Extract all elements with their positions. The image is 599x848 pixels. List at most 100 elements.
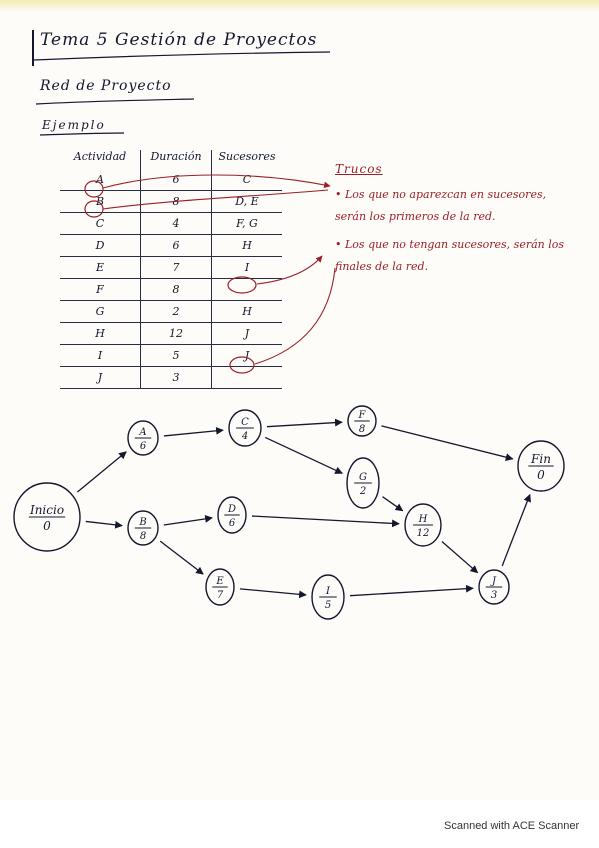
example-underline [39,132,125,136]
node-duration: 8 [140,531,146,542]
cell-activity: D [60,234,141,257]
node-fin: Fin 0 [517,440,565,492]
example-heading: Ejemplo [42,118,106,132]
annotation-arrow [254,267,336,365]
cell-duration: 12 [140,322,212,345]
cell-successors: D, E [211,190,282,213]
tricks-heading: Trucos [335,162,383,176]
edge-i-j [349,584,474,597]
annotation-circle-f [227,276,257,294]
edge-c-g [264,436,343,474]
node-b: B8 [127,510,159,546]
subtitle-underline [35,98,195,105]
node-duration: 5 [325,600,331,611]
network-edges [77,418,531,599]
scanner-watermark: Scanned with ACE Scanner [444,820,580,832]
annotation-circle-b [84,200,104,218]
edge-b-d [163,515,213,526]
node-circle [127,420,159,456]
node-circle [346,457,380,509]
edge-b-e [159,540,204,575]
node-circle [205,568,235,606]
node-circle [13,482,81,552]
node-duration: 7 [217,590,224,601]
column-header-successors: Sucesores [218,150,276,163]
node-a: A6 [127,420,159,456]
title-underline [33,51,331,61]
edge-inicio-a [77,451,127,493]
cell-successors: H [211,234,282,257]
node-duration: 0 [43,519,51,533]
edge-h-j [441,541,479,574]
node-c: C4 [228,409,262,447]
table-header-row: Actividad Duración Sucesores [60,150,282,169]
annotation-arrow [102,189,329,210]
annotation-circle-a [84,180,104,198]
node-circle [347,405,377,437]
node-name: Fin [530,452,551,466]
node-circle [127,510,159,546]
edge-d-h [251,515,400,528]
cell-duration: 6 [140,234,212,257]
cell-successors: F, G [211,212,282,235]
annotation-circle-j [229,356,255,374]
node-name: H [418,514,428,525]
node-name: E [215,576,224,587]
node-name: Inicio [29,503,64,517]
node-name: J [490,576,497,587]
node-inicio: Inicio 0 [13,482,81,552]
cell-duration: 6 [140,169,212,191]
cell-successors: J [211,344,282,367]
edge-e-i [239,588,307,599]
cell-activity: E [60,256,141,279]
node-name: D [227,504,236,515]
cell-activity: J [60,366,141,389]
node-duration: 0 [537,468,545,482]
cell-activity: C [60,212,141,235]
cell-duration: 8 [140,278,212,301]
node-j: J3 [478,569,510,605]
node-duration: 8 [359,424,365,435]
annotation-arrow [102,174,331,189]
node-circle [217,496,247,534]
trick-item: • Los que no tengan sucesores, serán los… [335,238,565,273]
cell-activity: H [60,322,141,345]
node-g: G2 [346,457,380,509]
node-name: C [241,417,249,428]
node-circle [311,574,345,620]
edge-f-fin [381,425,514,461]
page-edge [0,0,599,12]
cell-successors: H [211,300,282,323]
cell-activity: F [60,278,141,301]
node-d: D6 [217,496,247,534]
page-title: Tema 5 Gestión de Proyectos [40,30,318,50]
column-header-activity: Actividad [60,150,141,169]
annotation-arrow [256,255,323,285]
node-i: I5 [311,574,345,620]
cell-successors [211,278,282,301]
node-e: E7 [205,568,235,606]
cell-duration: 7 [140,256,212,279]
node-duration: 12 [417,528,430,539]
node-duration: 2 [359,486,366,497]
cell-activity: I [60,344,141,367]
node-duration: 6 [140,441,147,452]
node-h: H 12 [404,503,442,547]
edge-c-f [266,418,343,428]
cell-successors: J [211,322,282,345]
node-name: I [325,586,331,597]
node-circle [517,440,565,492]
node-name: A [138,427,146,438]
trick-item: • Los que no aparezcan en sucesores, ser… [335,188,547,223]
column-header-duration: Duración [140,150,212,169]
